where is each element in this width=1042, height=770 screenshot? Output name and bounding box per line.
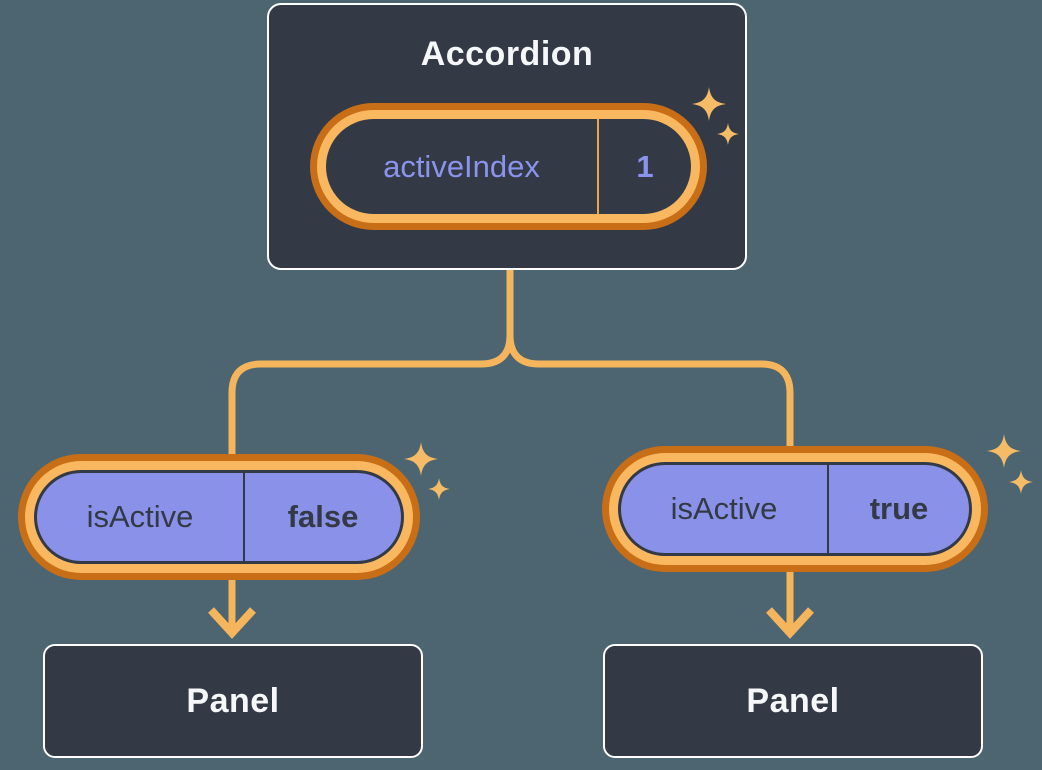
accordion-title: Accordion	[420, 35, 594, 73]
prop-name: isActive	[670, 491, 778, 526]
panel-card-left: Panel	[43, 644, 423, 758]
panel-title: Panel	[746, 681, 840, 720]
sparkle-icon	[987, 434, 1021, 468]
sparkle-icon	[404, 442, 438, 476]
prop-name-cell: isActive	[37, 473, 245, 561]
prop-value: false	[287, 499, 359, 534]
prop-name: isActive	[86, 499, 194, 534]
prop-value-cell: false	[245, 473, 401, 561]
panel-card-right: Panel	[603, 644, 983, 758]
arrow-left-head	[208, 607, 256, 639]
prop-pill-right: isActive true	[618, 462, 972, 556]
prop-value-cell: true	[829, 465, 969, 553]
state-value-cell: 1	[599, 119, 691, 214]
prop-value: true	[869, 491, 929, 526]
arrow-right-head	[766, 607, 814, 639]
branch-left-line	[228, 270, 514, 460]
prop-pill-left: isActive false	[34, 470, 404, 564]
branch-right-line	[506, 270, 794, 452]
sparkle-icon	[428, 478, 450, 500]
state-value: 1	[636, 148, 654, 184]
state-name-cell: activeIndex	[326, 119, 599, 214]
state-name: activeIndex	[383, 148, 540, 184]
sparkle-icon	[1009, 470, 1033, 494]
state-pill: activeIndex 1	[317, 110, 700, 223]
panel-title: Panel	[186, 681, 280, 720]
prop-name-cell: isActive	[621, 465, 829, 553]
